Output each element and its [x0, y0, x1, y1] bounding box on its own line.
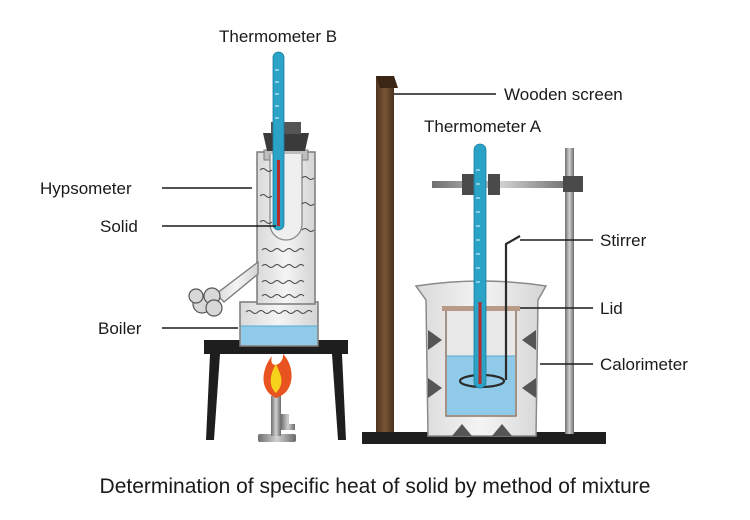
label-wooden-screen: Wooden screen — [504, 85, 623, 104]
label-calorimeter: Calorimeter — [600, 355, 688, 374]
thermometer-b — [272, 51, 285, 231]
label-lid: Lid — [600, 299, 623, 318]
thermometer-a — [473, 143, 487, 389]
side-outlet — [188, 260, 259, 317]
label-hypsometer: Hypsometer — [40, 179, 132, 198]
label-boiler: Boiler — [98, 319, 142, 338]
boiler — [239, 301, 319, 347]
steam-cloud — [188, 287, 223, 317]
label-solid: Solid — [100, 217, 138, 236]
bunsen-burner — [258, 396, 296, 442]
label-thermometer-b: Thermometer B — [219, 27, 337, 46]
label-stirrer: Stirrer — [600, 231, 647, 250]
diagram-caption: Determination of specific heat of solid … — [100, 475, 651, 498]
label-thermometer-a: Thermometer A — [424, 117, 542, 136]
retort-stand — [362, 148, 606, 444]
leader-lines — [162, 93, 593, 365]
insulation — [428, 330, 536, 436]
steam-lines — [245, 168, 315, 314]
flame — [263, 354, 292, 398]
wooden-screen — [376, 76, 398, 438]
